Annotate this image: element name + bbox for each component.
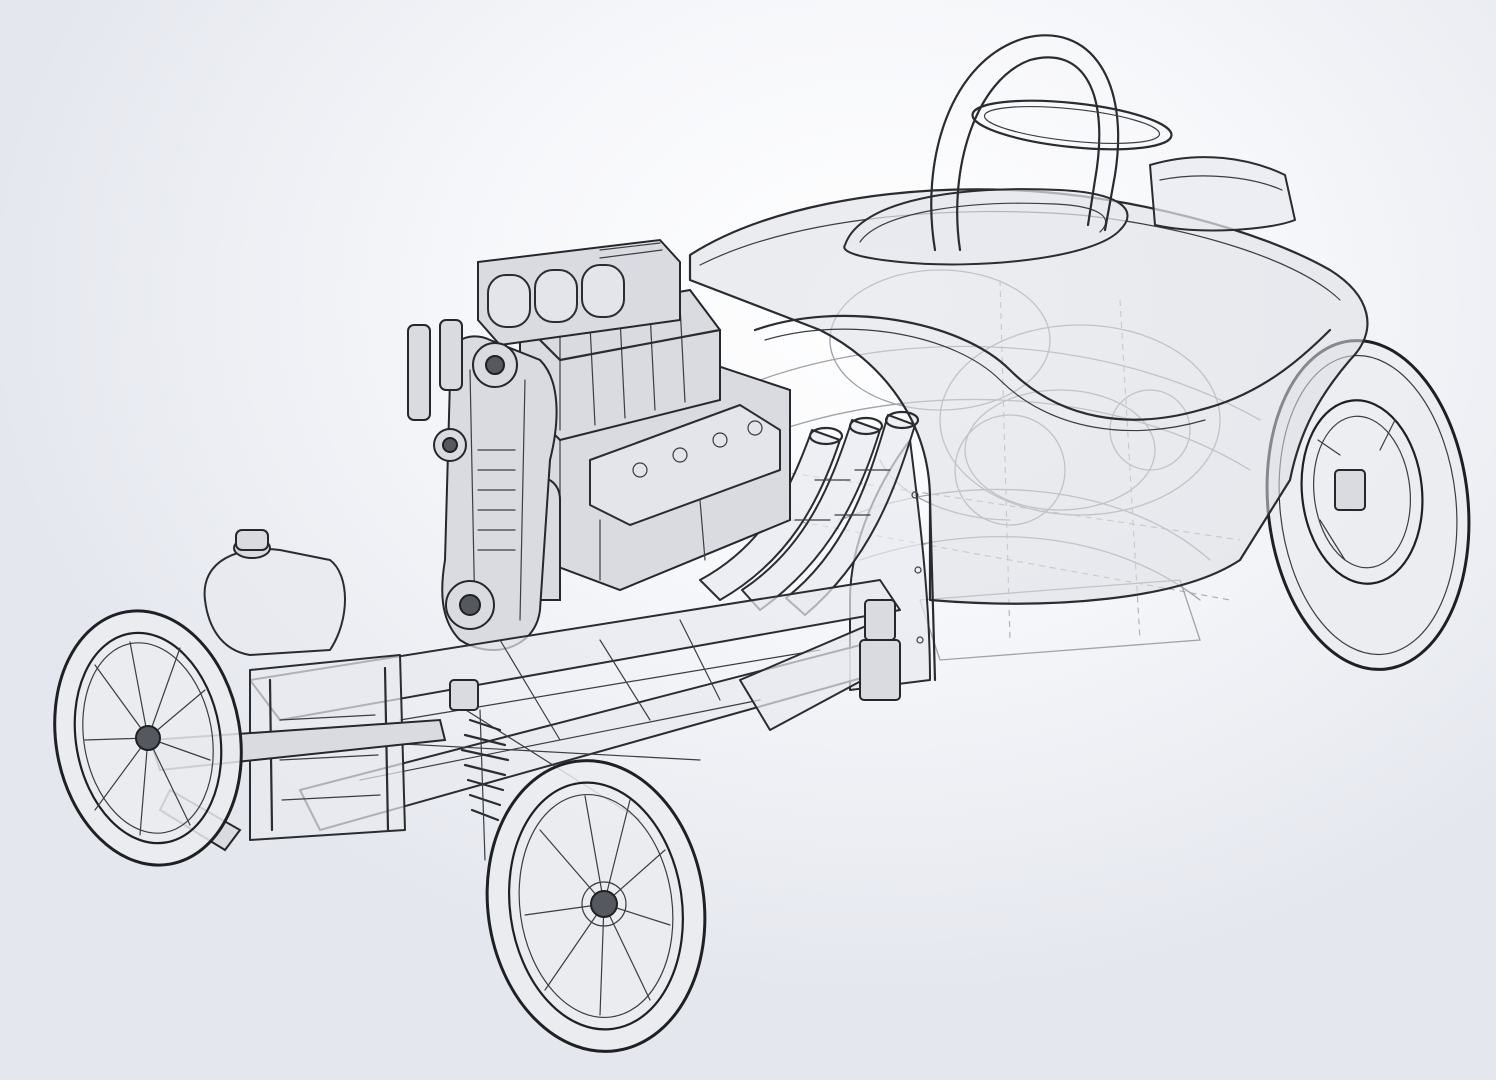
body-shell <box>688 156 1369 691</box>
chassis-frame <box>249 579 901 831</box>
radiator-tank <box>203 529 346 656</box>
belt-drive <box>407 319 558 651</box>
front-left-wheel <box>53 609 243 867</box>
coilover-shock <box>449 679 510 861</box>
air-scoop <box>477 238 681 347</box>
roll-bar <box>930 34 1173 252</box>
front-right-wheel <box>485 759 707 1053</box>
seat-back <box>1149 156 1296 232</box>
